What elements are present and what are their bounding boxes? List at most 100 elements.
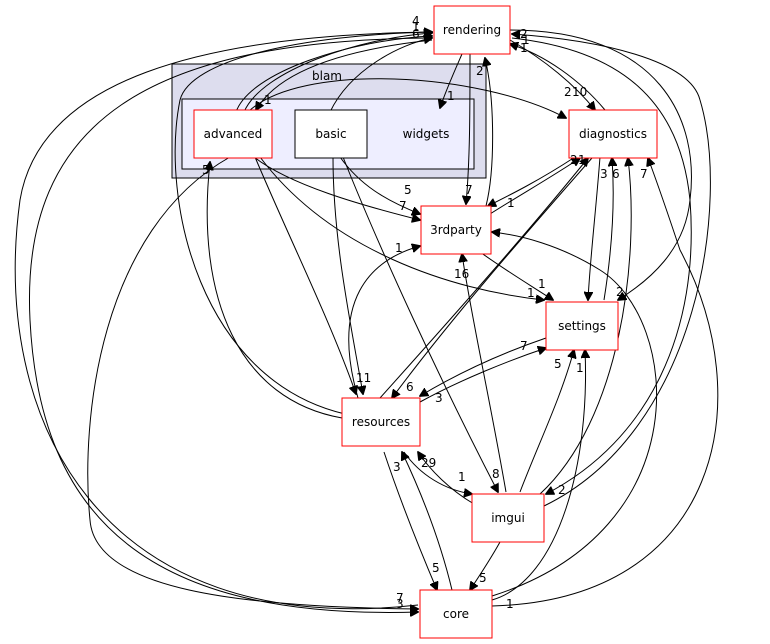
edge-resources-rendering <box>174 32 432 415</box>
cluster-blam-label: blam <box>312 69 342 83</box>
edge-label: 2 <box>564 85 572 99</box>
edge-settings-diagnostics <box>603 158 613 301</box>
edge-label: 2 <box>570 153 578 167</box>
edge-label: 3 <box>600 167 608 181</box>
edge-label: 2 <box>616 285 624 299</box>
edge-label: 5 <box>479 571 487 585</box>
edge-label: 7 <box>520 339 528 353</box>
node-3rdparty[interactable]: 3rdparty <box>420 205 492 255</box>
edge-imgui-settings <box>519 350 574 493</box>
edge-label: 4 <box>412 14 420 28</box>
edge-labels: 4 1 6 1 2 1 2 10 1 5 2 7 1 7 5 1 1 16 1 … <box>202 14 648 611</box>
edge-core-diagnostics <box>491 158 719 607</box>
edge-label: 5 <box>554 357 562 371</box>
edge-label: 6 <box>412 27 420 41</box>
edge-core-settings <box>491 350 586 601</box>
edge-core-3rdparty <box>492 232 658 597</box>
node-settings-label: settings <box>558 319 606 333</box>
edge-label: 7 <box>399 199 407 213</box>
edge-advanced-resources <box>254 156 356 394</box>
edge-imgui-resources <box>418 452 475 505</box>
edge-diagnostics-rendering <box>510 44 606 111</box>
edge-resources-diagnostics <box>379 158 588 399</box>
edge-label: 3 <box>396 597 404 611</box>
edge-rendering-advanced <box>256 39 433 110</box>
edge-rendering-imgui <box>511 37 692 494</box>
edge-label: 10 <box>572 85 587 99</box>
edge-label: 7 <box>396 591 404 605</box>
edge-label: 1 <box>576 361 584 375</box>
edge-label: 1 <box>520 41 528 55</box>
node-3rdparty-label: 3rdparty <box>430 223 482 237</box>
edge-advanced-3rdparty <box>253 156 420 220</box>
edge-3rdparty-diagnostics <box>489 158 580 215</box>
edge-label: 8 <box>492 467 500 481</box>
edge-label: 1 <box>522 33 530 47</box>
node-rendering-label: rendering <box>443 23 501 37</box>
edge-label: 7 <box>465 183 473 197</box>
edge-3rdparty-settings <box>479 251 553 300</box>
edge-label: 7 <box>640 167 648 181</box>
edge-diagnostics-resources <box>392 157 593 398</box>
edge-imgui-3rdparty <box>462 254 507 493</box>
edge-resources-core <box>383 451 437 590</box>
edge-resources-settings <box>419 348 546 403</box>
edge-label: 6 <box>406 380 414 394</box>
node-imgui-label: imgui <box>491 511 525 525</box>
edge-label: 1 <box>447 89 455 103</box>
edge-label: 2 <box>520 27 528 41</box>
edge-rendering-diagnostics <box>509 39 595 110</box>
edge-diagnostics-3rdparty <box>488 156 576 206</box>
edge-label: 1 <box>527 286 535 300</box>
edge-label: 2 <box>476 64 484 78</box>
edge-imgui-core <box>470 541 501 590</box>
edge-rendering-3rdparty <box>466 53 470 204</box>
edge-imgui-rendering <box>512 34 711 507</box>
edge-label: 5 <box>202 163 210 177</box>
edge-settings-resources <box>420 337 547 396</box>
cluster-widgets-label: widgets <box>403 127 450 141</box>
edge-label: 5 <box>432 561 440 575</box>
edge-diagnostics-settings <box>588 156 601 300</box>
edge-label: 11 <box>356 371 371 385</box>
edge-label: 1 <box>507 196 515 210</box>
edge-rendering-core <box>28 37 433 612</box>
node-imgui[interactable]: imgui <box>471 493 545 543</box>
edge-label: 1 <box>578 153 586 167</box>
edge-label: 1 <box>395 241 403 255</box>
edge-label: 1 <box>538 277 546 291</box>
edge-label: 3 <box>435 391 443 405</box>
edge-basic-imgui <box>342 156 498 492</box>
edge-label: 2 <box>558 483 566 497</box>
edge-label: 1 <box>506 597 514 611</box>
edge-label: 6 <box>612 167 620 181</box>
node-diagnostics[interactable]: diagnostics <box>568 109 658 159</box>
node-rendering[interactable]: rendering <box>433 5 511 55</box>
node-advanced[interactable]: advanced <box>193 109 273 159</box>
edge-3rdparty-rendering <box>485 58 494 207</box>
edge-label: 29 <box>421 456 436 470</box>
node-resources[interactable]: resources <box>341 397 421 447</box>
edge-label: 3 <box>393 460 401 474</box>
edge-core-rendering <box>14 32 432 610</box>
edge-label: 16 <box>454 267 469 281</box>
node-diagnostics-label: diagnostics <box>579 127 647 141</box>
node-advanced-label: advanced <box>204 127 263 141</box>
node-core-label: core <box>443 607 469 621</box>
node-resources-label: resources <box>352 415 410 429</box>
edge-advanced-settings <box>259 156 544 300</box>
edge-basic-rendering <box>329 38 432 113</box>
edge-label: 1 <box>458 470 466 484</box>
edge-resources-3rdparty <box>348 246 420 399</box>
node-basic-label: basic <box>315 127 346 141</box>
edge-advanced-rendering-2 <box>243 33 432 113</box>
edge-resources-advanced <box>207 162 343 419</box>
edge-advanced-diagnostics <box>247 78 566 118</box>
node-basic[interactable]: basic <box>294 109 368 159</box>
edge-core-resources <box>402 452 453 591</box>
node-core[interactable]: core <box>419 589 493 639</box>
node-settings[interactable]: settings <box>545 301 619 351</box>
edge-rendering-settings <box>509 29 692 300</box>
edge-rendering-widgets <box>440 53 463 108</box>
